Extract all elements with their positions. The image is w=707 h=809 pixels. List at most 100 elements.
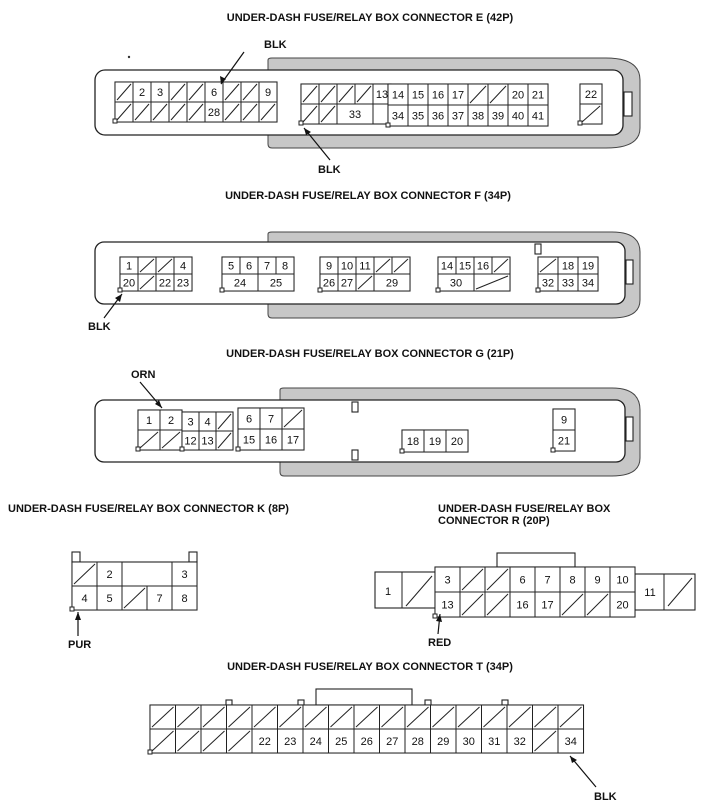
pin-cavity bbox=[609, 591, 636, 618]
pin-number: 19 bbox=[582, 261, 594, 273]
pin-number: 5 bbox=[228, 261, 234, 273]
pin-number: 5 bbox=[106, 593, 112, 605]
speck bbox=[127, 55, 131, 59]
pin-number: 2 bbox=[139, 87, 145, 99]
pin-number: 20 bbox=[123, 278, 135, 290]
blocked-cavity-slash bbox=[405, 575, 433, 607]
corner-marker bbox=[535, 287, 541, 293]
blocked-cavity-slash bbox=[228, 730, 251, 752]
pin-cavity bbox=[584, 566, 611, 593]
arrowhead bbox=[304, 128, 311, 135]
blocked-cavity-slash bbox=[534, 730, 557, 752]
pin-number: 18 bbox=[407, 436, 419, 448]
blocked-cavity-slash bbox=[152, 103, 168, 121]
blocked-cavity-slash bbox=[320, 85, 336, 103]
blocked-cavity-slash bbox=[170, 103, 186, 121]
pin-number: 15 bbox=[243, 435, 255, 447]
connector-r-right-end bbox=[634, 573, 696, 611]
blocked-cavity-slash bbox=[151, 730, 174, 752]
connector-t-lock bbox=[315, 688, 413, 706]
pin-number: 34 bbox=[565, 736, 577, 748]
pin-number: 14 bbox=[392, 90, 404, 102]
blocked-cavity-slash bbox=[139, 275, 155, 290]
pin-cavity bbox=[328, 728, 355, 754]
pin-number: 31 bbox=[488, 736, 500, 748]
connector-g-orn-callout: ORN bbox=[131, 369, 156, 381]
pin-number: 21 bbox=[532, 90, 544, 102]
pin-number: 26 bbox=[361, 736, 373, 748]
blocked-cavity-slash bbox=[561, 593, 584, 616]
connector-t-tab-4 bbox=[501, 699, 509, 706]
blocked-cavity-slash bbox=[355, 706, 378, 728]
pin-cavity bbox=[434, 566, 461, 593]
pin-number: 17 bbox=[287, 435, 299, 447]
pin-number: 25 bbox=[270, 278, 282, 290]
blocked-cavity-slash bbox=[486, 568, 509, 591]
connector-f-key bbox=[534, 243, 542, 255]
blocked-cavity-slash bbox=[667, 577, 693, 607]
blocked-cavity-slash bbox=[134, 103, 150, 121]
pin-number: 2 bbox=[106, 569, 112, 581]
connector-r-left-end bbox=[374, 571, 438, 609]
pin-number: 1 bbox=[146, 415, 152, 427]
pin-number: 13 bbox=[441, 600, 453, 612]
pin-number: 27 bbox=[341, 278, 353, 290]
connector-t-tab-2 bbox=[297, 699, 305, 706]
blocked-cavity-slash bbox=[534, 706, 557, 728]
pin-cavity bbox=[559, 566, 586, 593]
blocked-cavity-slash bbox=[302, 105, 318, 123]
blocked-cavity-slash bbox=[242, 83, 258, 101]
connector-r-lock bbox=[496, 552, 576, 568]
pin-number: 18 bbox=[562, 261, 574, 273]
pin-number: 37 bbox=[452, 111, 464, 123]
arrowhead bbox=[115, 294, 122, 302]
pin-cavity bbox=[552, 429, 576, 452]
connector-g-latch bbox=[625, 416, 634, 442]
pin-number: 29 bbox=[386, 278, 398, 290]
blocked-cavity-slash bbox=[260, 103, 276, 121]
pin-number: 8 bbox=[569, 575, 575, 587]
pin-number: 24 bbox=[310, 736, 322, 748]
pin-number: 1 bbox=[126, 261, 132, 273]
pin-number: 30 bbox=[463, 736, 475, 748]
pin-number: 3 bbox=[181, 569, 187, 581]
connector-f: UNDER-DASH FUSE/RELAY BOX CONNECTOR F (3… bbox=[88, 190, 641, 333]
pin-number: 6 bbox=[211, 87, 217, 99]
connector-r-pin-11: 11 bbox=[644, 587, 655, 599]
pin-number: 15 bbox=[459, 261, 471, 273]
blocked-cavity-slash bbox=[302, 85, 318, 103]
pin-number: 20 bbox=[512, 90, 524, 102]
blocked-cavity-slash bbox=[224, 103, 240, 121]
corner-marker bbox=[135, 446, 141, 452]
blocked-cavity-slash bbox=[508, 706, 531, 728]
pin-cavity bbox=[557, 728, 584, 754]
pin-cavity bbox=[171, 561, 198, 587]
pin-number: 17 bbox=[541, 600, 553, 612]
connector-g-title: UNDER-DASH FUSE/RELAY BOX CONNECTOR G (2… bbox=[226, 348, 514, 360]
pin-number: 32 bbox=[514, 736, 526, 748]
pin-cavity bbox=[251, 728, 278, 754]
pin-number: 15 bbox=[412, 90, 424, 102]
blocked-cavity-slash bbox=[116, 83, 132, 101]
pin-number: 16 bbox=[477, 261, 489, 273]
pin-number: 7 bbox=[264, 261, 270, 273]
pin-number: 4 bbox=[81, 593, 87, 605]
pin-number: 16 bbox=[432, 90, 444, 102]
pin-cavity bbox=[404, 728, 431, 754]
blocked-cavity-slash bbox=[493, 258, 509, 273]
pin-number: 16 bbox=[516, 600, 528, 612]
pin-cavity bbox=[71, 585, 98, 611]
arrowhead bbox=[220, 76, 226, 84]
pin-number: 9 bbox=[326, 261, 332, 273]
corner-marker bbox=[432, 613, 438, 619]
blocked-cavity-slash bbox=[217, 413, 232, 430]
blocked-cavity-slash bbox=[253, 706, 276, 728]
blocked-cavity-slash bbox=[320, 105, 336, 123]
pin-number: 3 bbox=[157, 87, 163, 99]
connector-f-title: UNDER-DASH FUSE/RELAY BOX CONNECTOR F (3… bbox=[225, 190, 511, 202]
arrowhead bbox=[436, 614, 442, 622]
corner-marker bbox=[399, 448, 405, 454]
